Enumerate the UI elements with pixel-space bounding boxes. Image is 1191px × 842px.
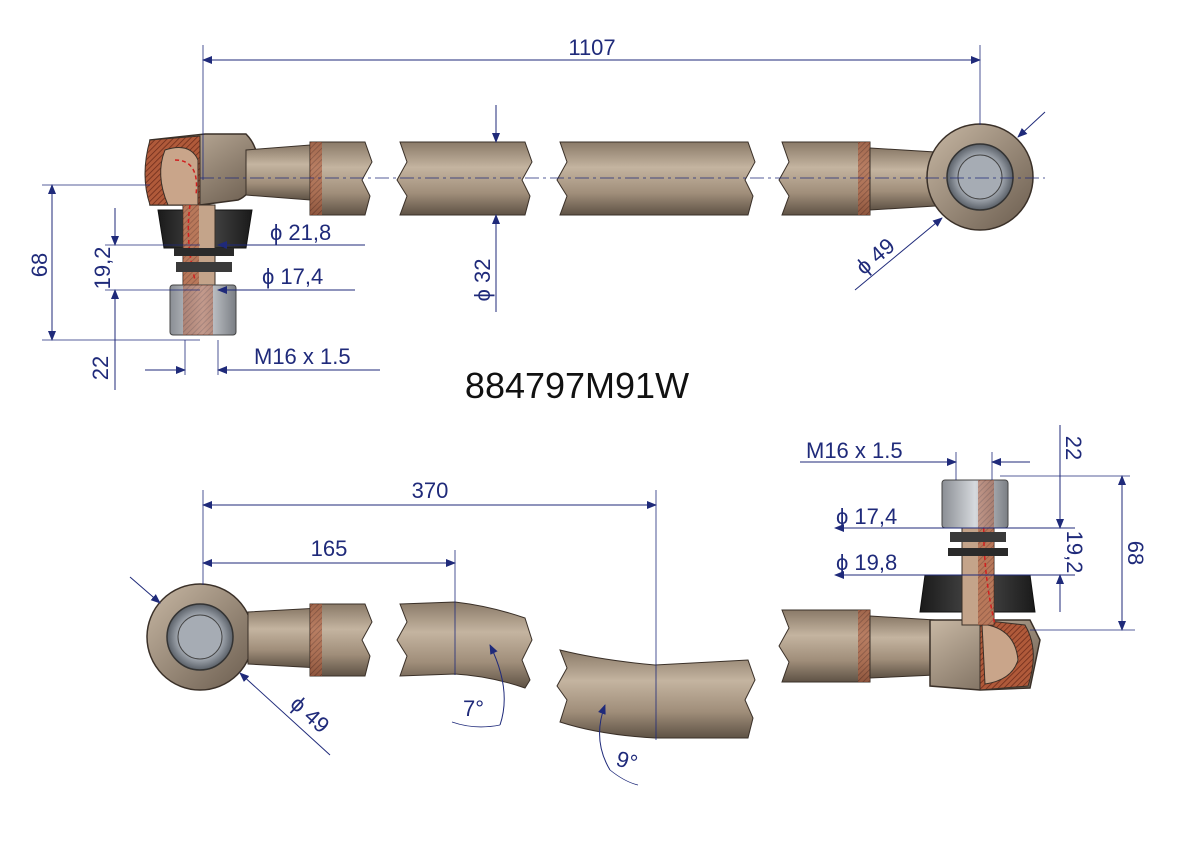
dim-bottom-height: 68 xyxy=(1030,475,1148,631)
dim-top-dia-eye-label: ϕ 49 xyxy=(851,233,900,280)
dim-top-thread: M16 x 1.5 xyxy=(145,340,380,375)
dim-top-ball-offset: 19,2 xyxy=(90,208,200,340)
dim-top-thread-length: 22 xyxy=(88,340,116,390)
dim-angle-1-label: 7° xyxy=(463,696,484,721)
dim-top-dia-boot-label: ϕ 21,8 xyxy=(270,220,331,245)
dim-bottom-ball-offset: 19,2 xyxy=(1056,476,1087,612)
dim-top-height: 68 xyxy=(27,184,200,341)
part-number: 884797M91W xyxy=(465,365,689,406)
top-left-ball-joint xyxy=(144,133,311,336)
dim-overall-length-label: 1107 xyxy=(568,35,615,60)
top-rod xyxy=(309,141,936,216)
bottom-left-eye xyxy=(146,583,254,691)
dim-top-dia-pin-label: ϕ 17,4 xyxy=(262,264,323,289)
dim-bottom-ball-offset-label: 19,2 xyxy=(1062,531,1087,574)
dim-top-height-label: 68 xyxy=(27,253,52,277)
dim-top-thread-label: M16 x 1.5 xyxy=(254,344,351,369)
dim-bottom-thread: M16 x 1.5 xyxy=(800,438,1030,480)
dim-bottom-dia-boot-label: ϕ 19,8 xyxy=(836,550,897,575)
dim-top-thread-length-label: 22 xyxy=(88,356,113,380)
dim-bottom-thread-label: M16 x 1.5 xyxy=(806,438,903,463)
dim-top-dia-rod-label: ϕ 32 xyxy=(470,259,495,302)
bottom-right-ball-joint xyxy=(919,479,1041,691)
dim-top-dia-rod: ϕ 32 xyxy=(470,105,500,312)
dim-length-bend-start-label: 165 xyxy=(311,536,348,561)
dim-top-dia-boot: ϕ 21,8 xyxy=(217,220,365,249)
dim-bottom-dia-pin: ϕ 17,4 xyxy=(834,504,1075,532)
top-right-eye xyxy=(926,123,1034,231)
bottom-rod xyxy=(247,601,936,739)
dim-bottom-dia-pin-label: ϕ 17,4 xyxy=(836,504,897,529)
dim-angle-1: 7° xyxy=(451,644,505,728)
dim-bottom-thread-length-label: 22 xyxy=(1061,436,1086,460)
dim-overall-length: 1107 xyxy=(202,35,981,180)
dim-bottom-dia-eye-label: ϕ 49 xyxy=(286,691,335,738)
dim-top-ball-offset-label: 19,2 xyxy=(90,247,115,290)
dim-top-dia-pin: ϕ 17,4 xyxy=(217,264,355,294)
dim-angle-2-label: 9° xyxy=(614,746,641,776)
top-view: 1107 68 19,2 22 ϕ 21,8 xyxy=(27,35,1046,390)
dim-length-bend-start: 165 xyxy=(202,536,456,675)
dim-length-bend-end-label: 370 xyxy=(412,478,449,503)
dim-bottom-dia-boot: ϕ 19,8 xyxy=(834,550,1075,579)
bottom-view: 370 165 ϕ 49 7° 9° xyxy=(129,425,1148,786)
dim-bottom-height-label: 68 xyxy=(1123,541,1148,565)
dim-length-bend-end: 370 xyxy=(202,478,657,740)
dim-bottom-thread-length: 22 xyxy=(1000,425,1130,477)
